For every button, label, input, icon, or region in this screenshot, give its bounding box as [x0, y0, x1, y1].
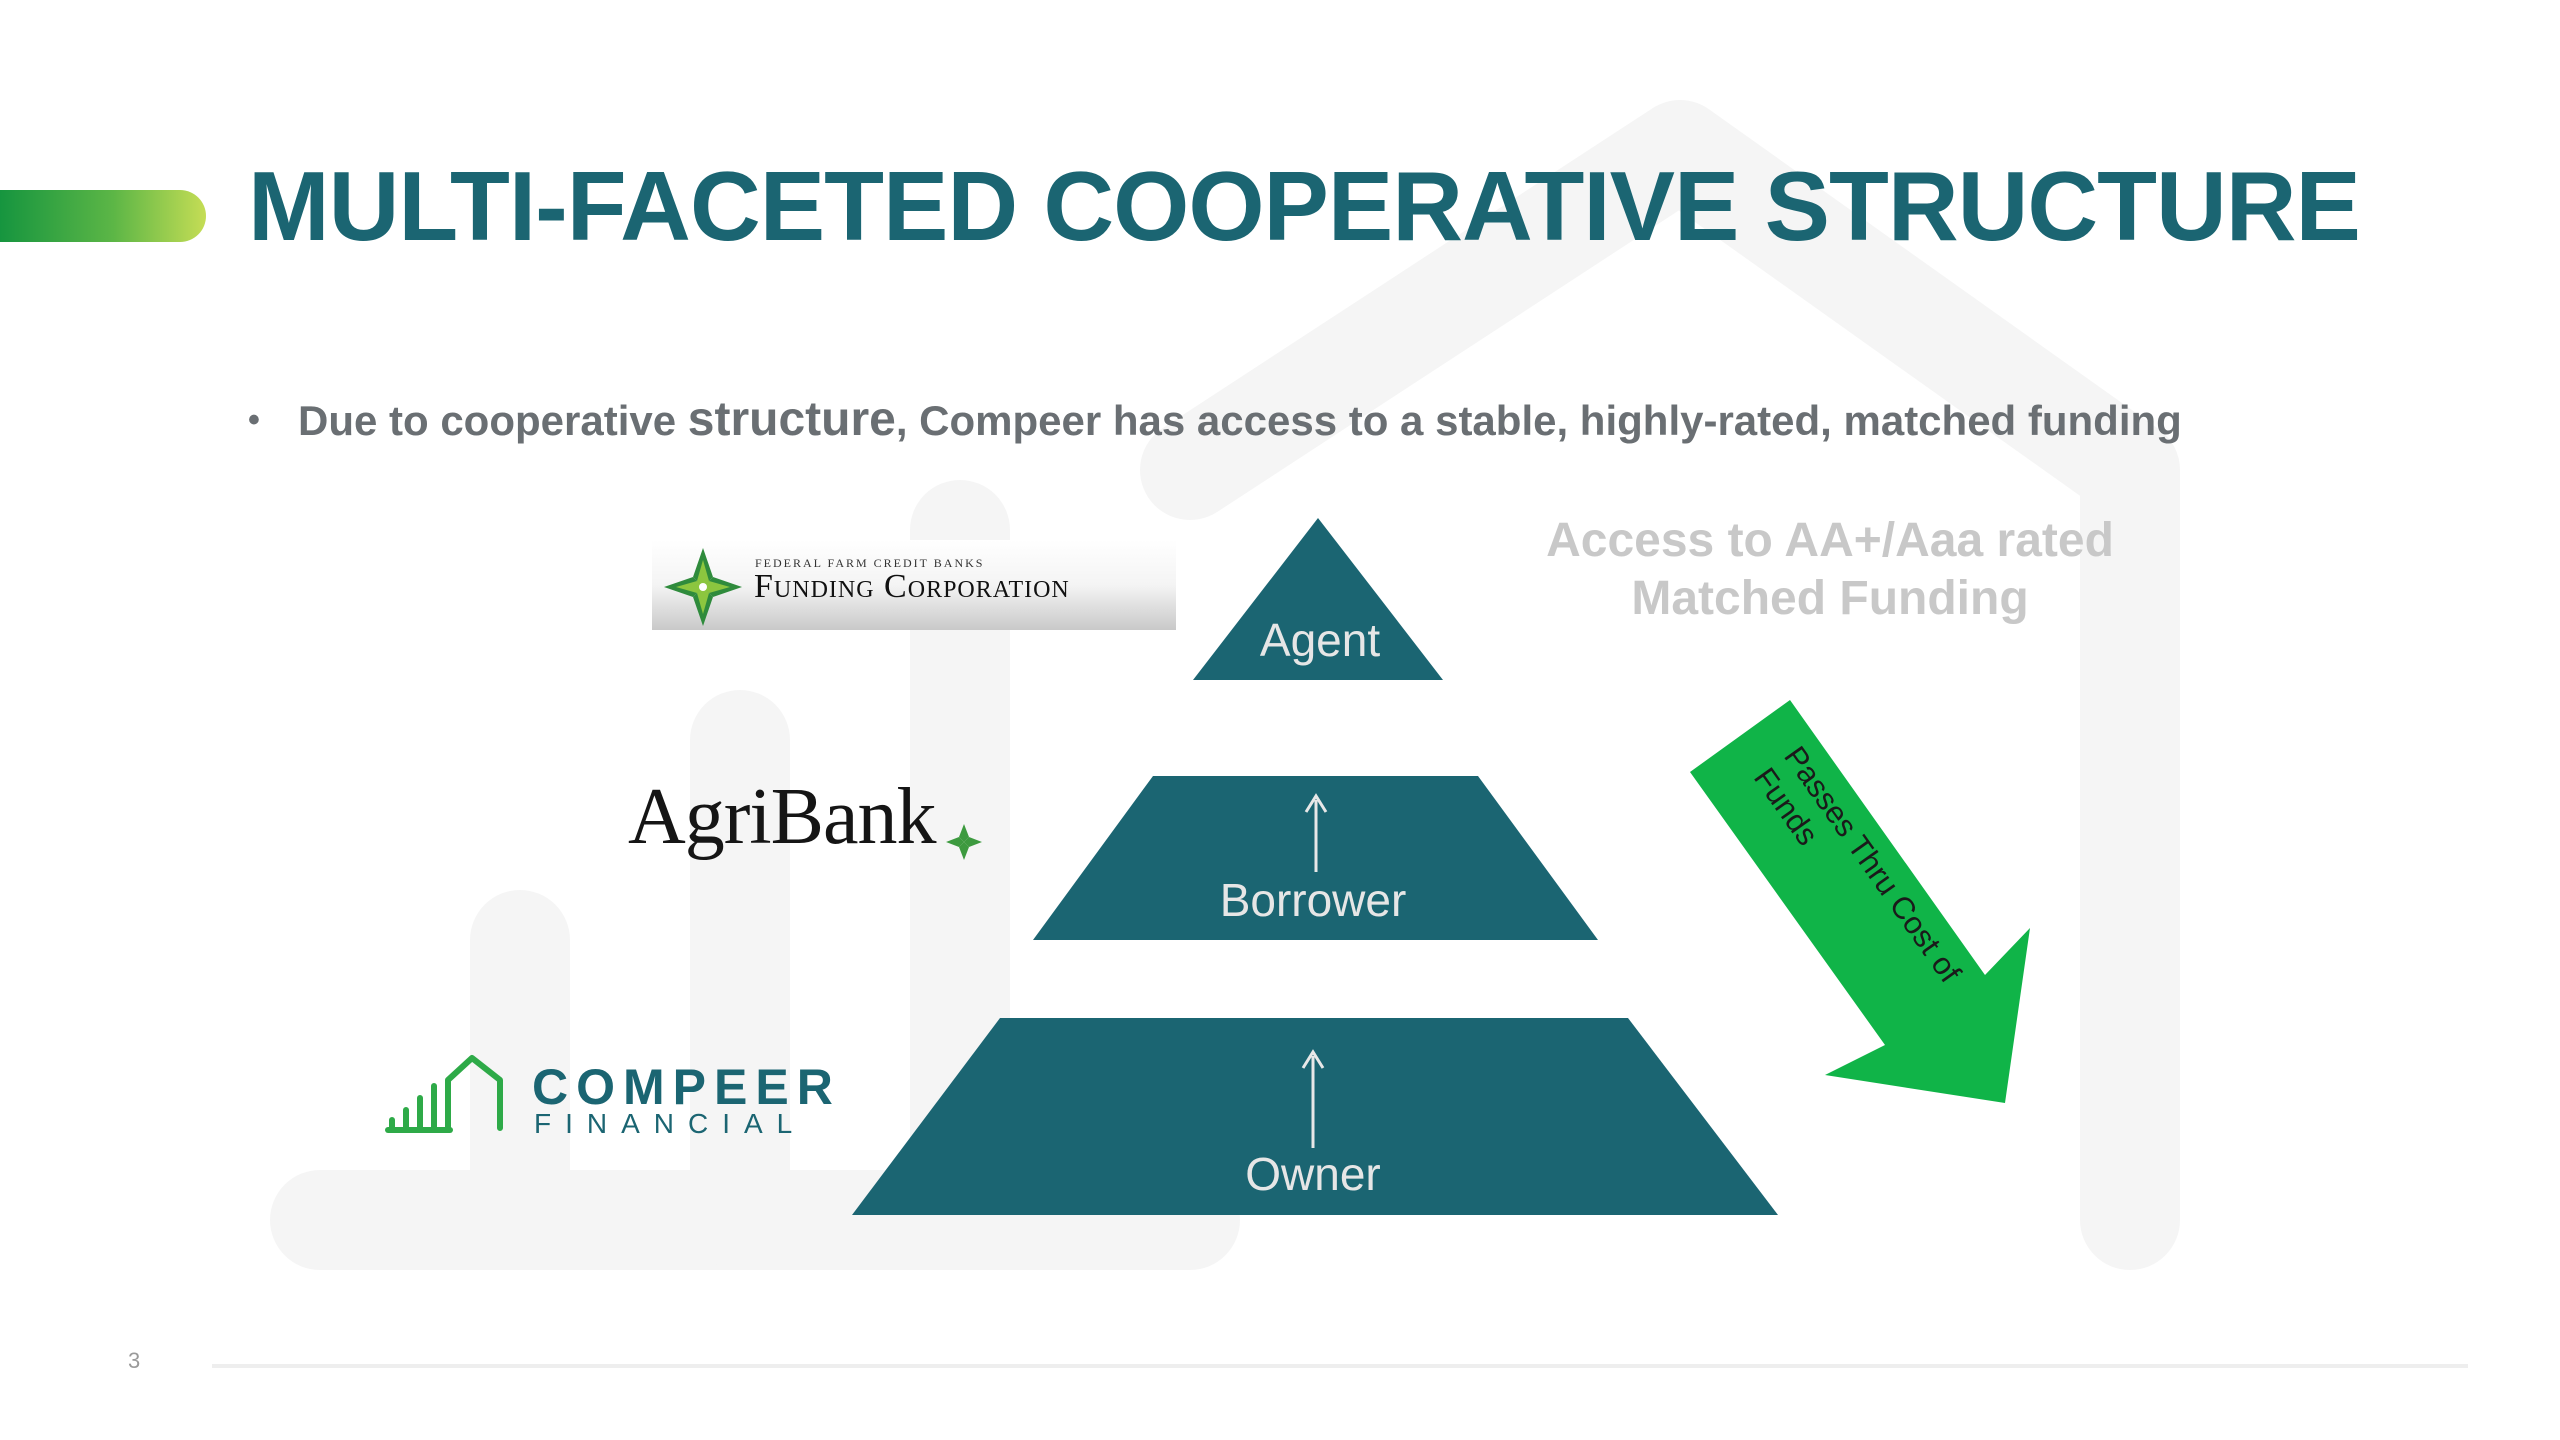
ffcb-big-text: Funding Corporation [754, 568, 1070, 605]
four-leaf-star-icon [664, 548, 742, 626]
access-funding-text: Access to AA+/Aaa rated Matched Funding [1480, 512, 2180, 628]
title-accent-bar [0, 190, 206, 242]
bullet-point: • Due to cooperative structure, Compeer h… [248, 392, 2182, 447]
access-text-line-1: Access to AA+/Aaa rated [1546, 514, 2114, 567]
bullet-dot: • [248, 401, 260, 439]
pyramid-label-borrower: Borrower [1220, 874, 1407, 926]
small-star-icon [946, 824, 982, 860]
compeer-wordmark: COMPEER [532, 1059, 841, 1115]
compeer-financial-logo: COMPEER FINANCIAL [384, 1048, 833, 1139]
financial-wordmark: FINANCIAL [534, 1108, 807, 1139]
pyramid-level-owner [852, 1018, 1778, 1215]
page-title: MULTI-FACETED COOPERATIVE STRUCTURE [248, 151, 2361, 261]
access-text-line-2: Matched Funding [1631, 572, 2029, 625]
agribank-wordmark: AgriBank [628, 773, 937, 861]
ffcb-small-text: FEDERAL FARM CREDIT BANKS [755, 556, 985, 570]
page-number: 3 [128, 1348, 141, 1373]
footer-divider [212, 1364, 2468, 1368]
pyramid-level-agent [1193, 518, 1443, 680]
pass-thru-arrow [1690, 700, 2030, 1103]
bullet-text-part-1: Due to cooperative [298, 397, 677, 444]
bullet-text-part-3: , Compeer has access to a stable, highly… [895, 397, 2182, 444]
bullet-text-part-2: structure [687, 393, 896, 446]
owner-up-arrow-head [1301, 1049, 1325, 1069]
pyramid-label-agent: Agent [1260, 614, 1380, 666]
pyramid-label-owner: Owner [1245, 1148, 1380, 1200]
bar-house-icon [385, 1055, 503, 1133]
agribank-logo: AgriBank [620, 772, 1000, 872]
ffcb-logo: FEDERAL FARM CREDIT BANKS Funding Corpor… [652, 540, 1176, 630]
borrower-up-arrow-head [1304, 793, 1328, 813]
